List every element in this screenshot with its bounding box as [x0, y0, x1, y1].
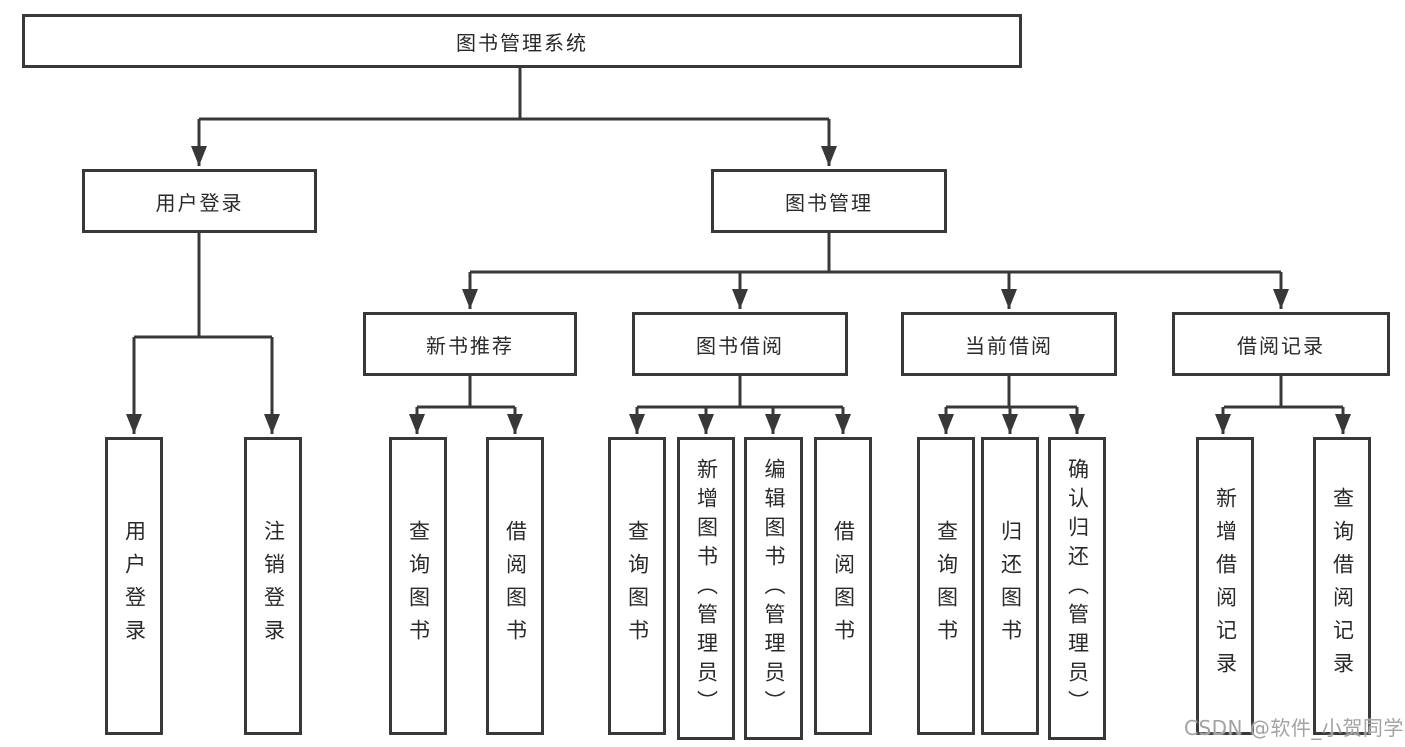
node-current-borrowing-label: 当前借阅 — [965, 333, 1053, 358]
leaf-query-books-recommend: 查询图书 — [389, 437, 447, 735]
leaf-edit-book-admin: 编辑图书（管理员） — [744, 437, 803, 740]
node-current-borrowing: 当前借阅 — [901, 312, 1117, 376]
leaf-add-borrow-record: 新增借阅记录 — [1196, 437, 1254, 735]
node-user-login: 用户登录 — [82, 169, 317, 233]
node-book-management: 图书管理 — [711, 169, 947, 233]
leaf-confirm-return-admin: 确认归还（管理员） — [1048, 437, 1106, 740]
node-root: 图书管理系统 — [22, 14, 1022, 68]
node-root-label: 图书管理系统 — [456, 30, 588, 55]
csdn-watermark: CSDN @软件_小贺同学 — [1184, 716, 1404, 740]
node-borrowing-records-label: 借阅记录 — [1237, 333, 1325, 358]
node-book-management-label: 图书管理 — [785, 190, 873, 215]
leaf-borrow-books-borrowing: 借阅图书 — [814, 437, 872, 735]
leaf-query-books-current: 查询图书 — [917, 437, 975, 735]
node-new-book-recommend-label: 新书推荐 — [426, 333, 514, 358]
leaf-logout: 注销登录 — [244, 437, 302, 735]
leaf-query-books-borrowing: 查询图书 — [608, 437, 666, 735]
node-book-borrowing-label: 图书借阅 — [696, 333, 784, 358]
leaf-user-login: 用户登录 — [105, 437, 163, 735]
leaf-query-borrow-record: 查询借阅记录 — [1313, 437, 1371, 735]
node-borrowing-records: 借阅记录 — [1172, 312, 1390, 376]
node-new-book-recommend: 新书推荐 — [363, 312, 577, 376]
leaf-return-books: 归还图书 — [981, 437, 1039, 735]
node-book-borrowing: 图书借阅 — [632, 312, 848, 376]
node-user-login-label: 用户登录 — [155, 190, 244, 215]
leaf-add-book-admin: 新增图书（管理员） — [677, 437, 735, 740]
leaf-borrow-books-recommend: 借阅图书 — [486, 437, 544, 735]
